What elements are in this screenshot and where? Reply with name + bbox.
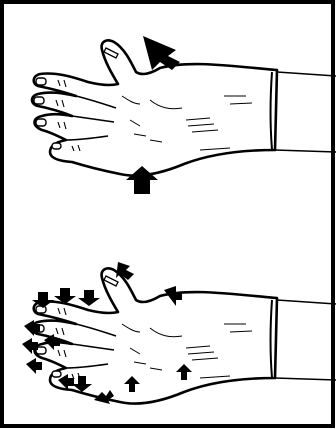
glove-top xyxy=(32,40,336,175)
panel-bottom xyxy=(22,262,336,404)
panel-top xyxy=(32,36,336,194)
small-arrow-6 xyxy=(26,358,42,374)
large-arrow-thumb xyxy=(143,36,180,70)
small-arrow-3 xyxy=(78,290,100,306)
glove-bottom xyxy=(32,268,336,403)
